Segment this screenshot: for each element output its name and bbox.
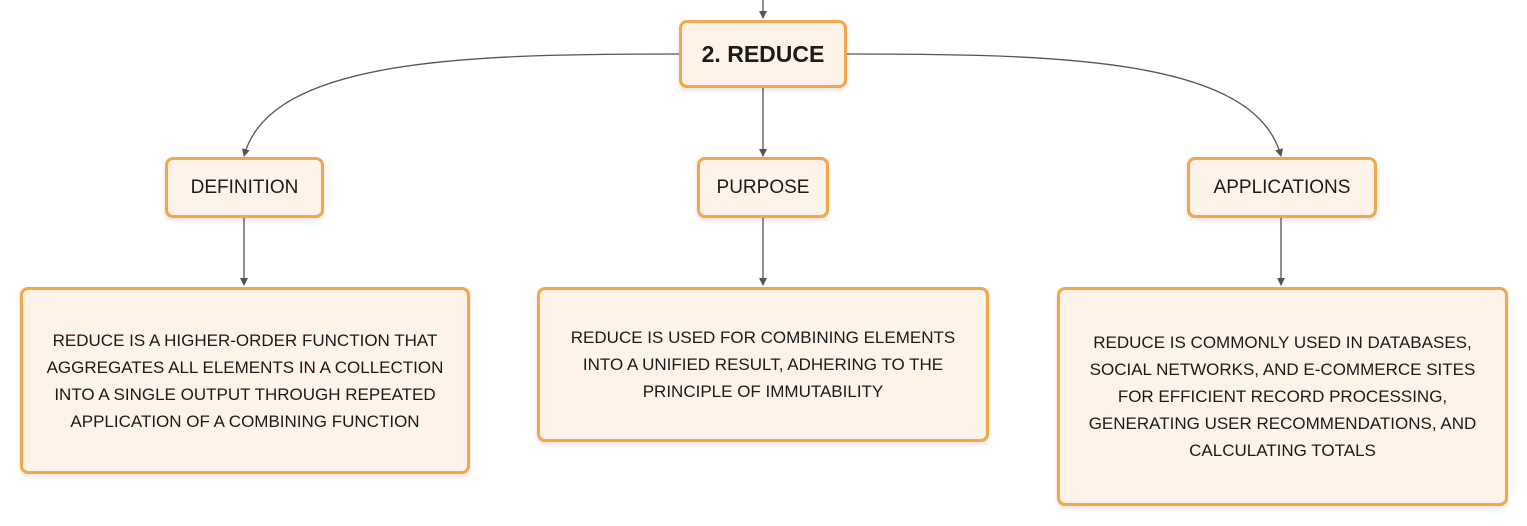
node-purpose[interactable]: PURPOSE xyxy=(697,157,829,218)
node-applications-label: APPLICATIONS xyxy=(1213,176,1351,198)
detail-purpose-text: REDUCE IS USED FOR COMBINING ELEMENTS IN… xyxy=(570,328,956,401)
detail-definition[interactable]: REDUCE IS A HIGHER-ORDER FUNCTION THAT A… xyxy=(20,287,470,474)
root-node[interactable]: 2. REDUCE xyxy=(679,20,847,88)
detail-definition-text: REDUCE IS A HIGHER-ORDER FUNCTION THAT A… xyxy=(46,330,444,431)
root-node-label: 2. REDUCE xyxy=(701,40,825,67)
node-definition[interactable]: DEFINITION xyxy=(165,157,324,218)
detail-applications-text: REDUCE IS COMMONLY USED IN DATABASES, SO… xyxy=(1088,333,1477,460)
detail-purpose[interactable]: REDUCE IS USED FOR COMBINING ELEMENTS IN… xyxy=(537,287,989,442)
node-purpose-label: PURPOSE xyxy=(716,176,810,198)
node-definition-label: DEFINITION xyxy=(190,176,299,198)
connector-root-to-definition xyxy=(241,53,680,157)
node-applications[interactable]: APPLICATIONS xyxy=(1187,157,1377,218)
connector-root-to-applications xyxy=(846,53,1284,157)
detail-applications[interactable]: REDUCE IS COMMONLY USED IN DATABASES, SO… xyxy=(1057,287,1508,506)
